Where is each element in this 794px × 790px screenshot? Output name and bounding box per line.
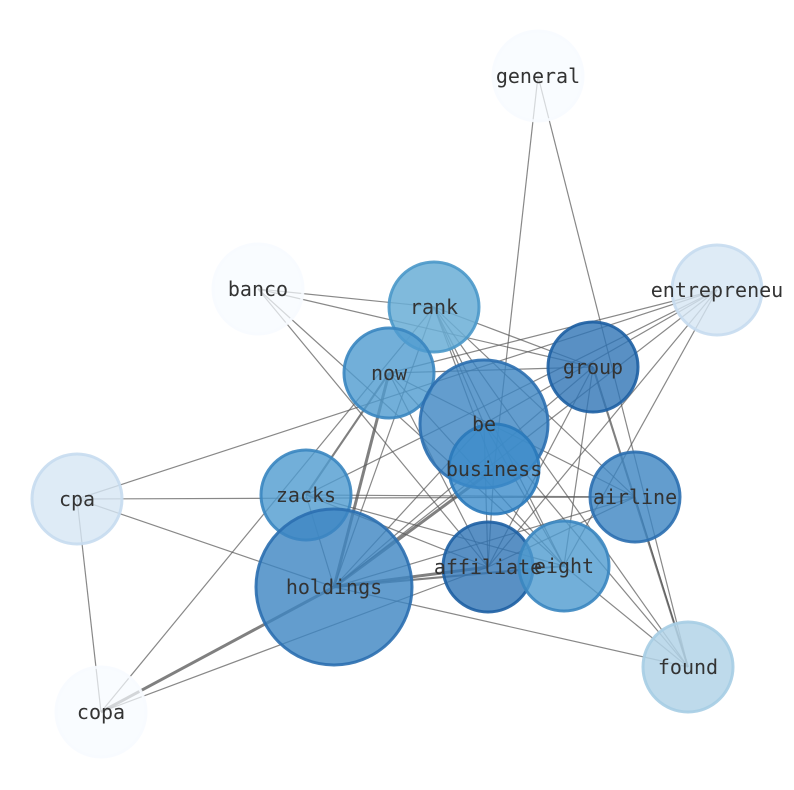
- node-rank[interactable]: [387, 260, 481, 354]
- node-found[interactable]: [641, 620, 735, 714]
- node-label-be: be: [472, 412, 496, 436]
- node-label-eight: eight: [534, 554, 594, 578]
- node-label-zacks: zacks: [276, 483, 336, 507]
- edge-entrepreneur-affiliate: [487, 289, 718, 568]
- node-cpa[interactable]: [30, 452, 124, 546]
- node-copa[interactable]: [54, 665, 148, 759]
- node-label-group: group: [563, 355, 623, 379]
- node-airline[interactable]: [588, 450, 682, 544]
- label-layer: general banco entrepreneu rank group now be bus…: [59, 64, 783, 724]
- node-holdings[interactable]: [254, 507, 414, 667]
- node-entrepreneur[interactable]: [670, 243, 764, 337]
- node-now[interactable]: [342, 326, 436, 420]
- edge-banco-affiliate: [257, 288, 489, 568]
- node-label-copa: copa: [77, 700, 125, 724]
- node-label-business: business: [446, 457, 542, 481]
- node-label-holdings: holdings: [286, 575, 382, 599]
- edge-entrepreneur-eight: [563, 289, 718, 567]
- node-business[interactable]: [447, 422, 541, 516]
- node-label-now: now: [371, 361, 408, 385]
- node-label-airline: airline: [593, 485, 677, 509]
- edge-cpa-airline: [76, 496, 636, 500]
- node-label-entrepreneur: entrepreneu: [651, 278, 783, 302]
- node-label-general: general: [496, 64, 580, 88]
- node-label-cpa: cpa: [59, 487, 95, 511]
- node-eight[interactable]: [517, 519, 611, 613]
- edge-entrepreneur-now: [388, 289, 718, 374]
- node-label-found: found: [658, 655, 718, 679]
- node-group[interactable]: [546, 320, 640, 414]
- node-banco[interactable]: [211, 242, 305, 336]
- node-general[interactable]: [491, 29, 585, 123]
- node-label-banco: banco: [228, 277, 288, 301]
- node-label-affiliate: affiliate: [434, 555, 542, 579]
- node-label-rank: rank: [410, 295, 458, 319]
- node-layer: [30, 29, 764, 759]
